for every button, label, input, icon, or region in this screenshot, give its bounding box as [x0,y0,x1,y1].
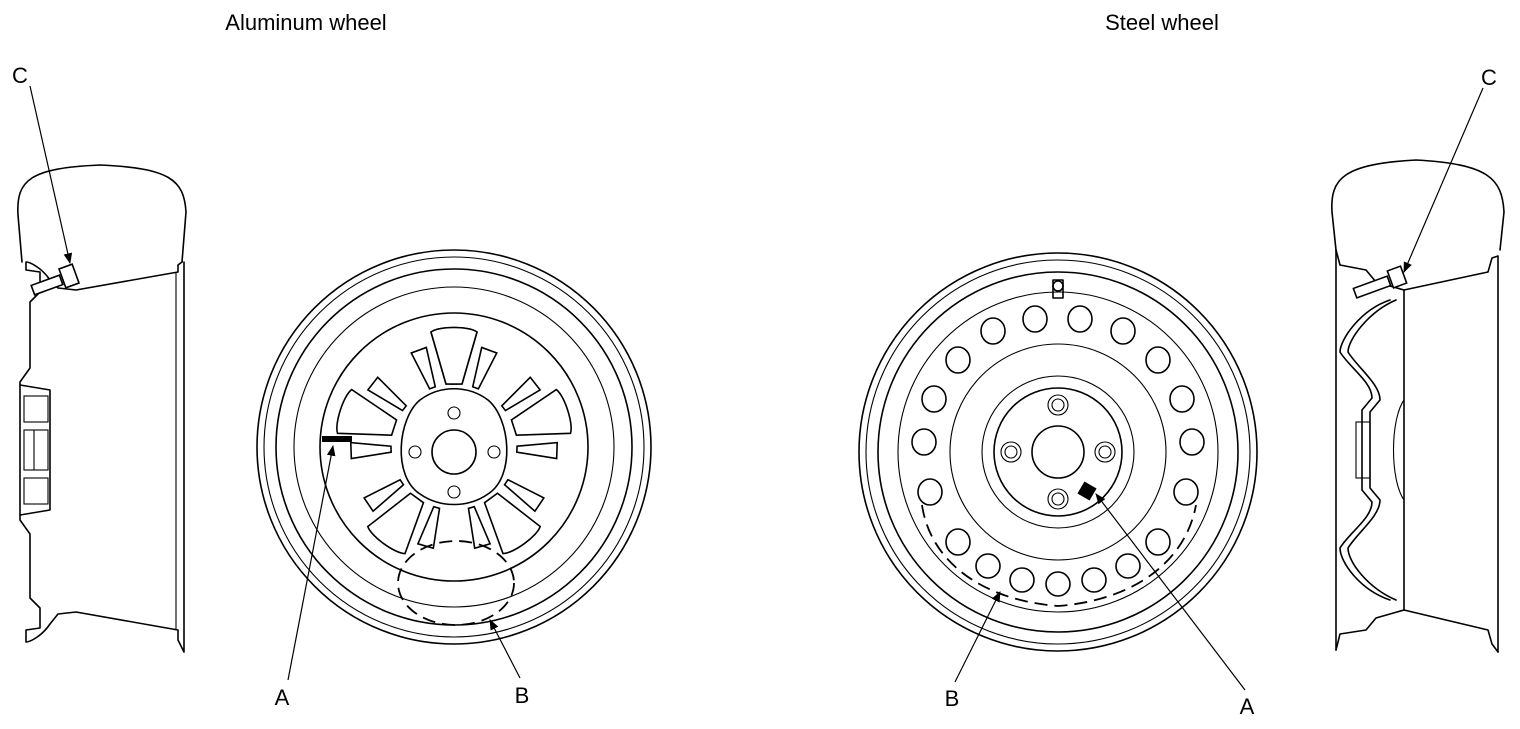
aluminum-wheel-front [256,249,652,645]
label-b-steel: B [945,686,960,711]
label-b-aluminum: B [515,683,530,708]
mark-a-aluminum [322,436,352,442]
steel-wheel-front [858,252,1258,652]
label-a-aluminum: A [275,685,290,710]
steel-vent-holes [911,305,1205,597]
mark-a-steel [1077,481,1097,501]
area-b-steel [921,504,1197,607]
valve-stem [30,263,81,296]
label-a-steel: A [1240,694,1255,719]
area-b-aluminum [397,540,515,626]
label-c-aluminum: C [12,63,28,88]
aluminum-wheel-side-profile [17,164,187,653]
valve-stem-steel [1352,265,1408,299]
steel-wheel-side-profile [1331,159,1505,653]
title-aluminum-wheel: Aluminum wheel [225,10,386,35]
title-steel-wheel: Steel wheel [1105,10,1219,35]
label-c-steel: C [1481,65,1497,90]
